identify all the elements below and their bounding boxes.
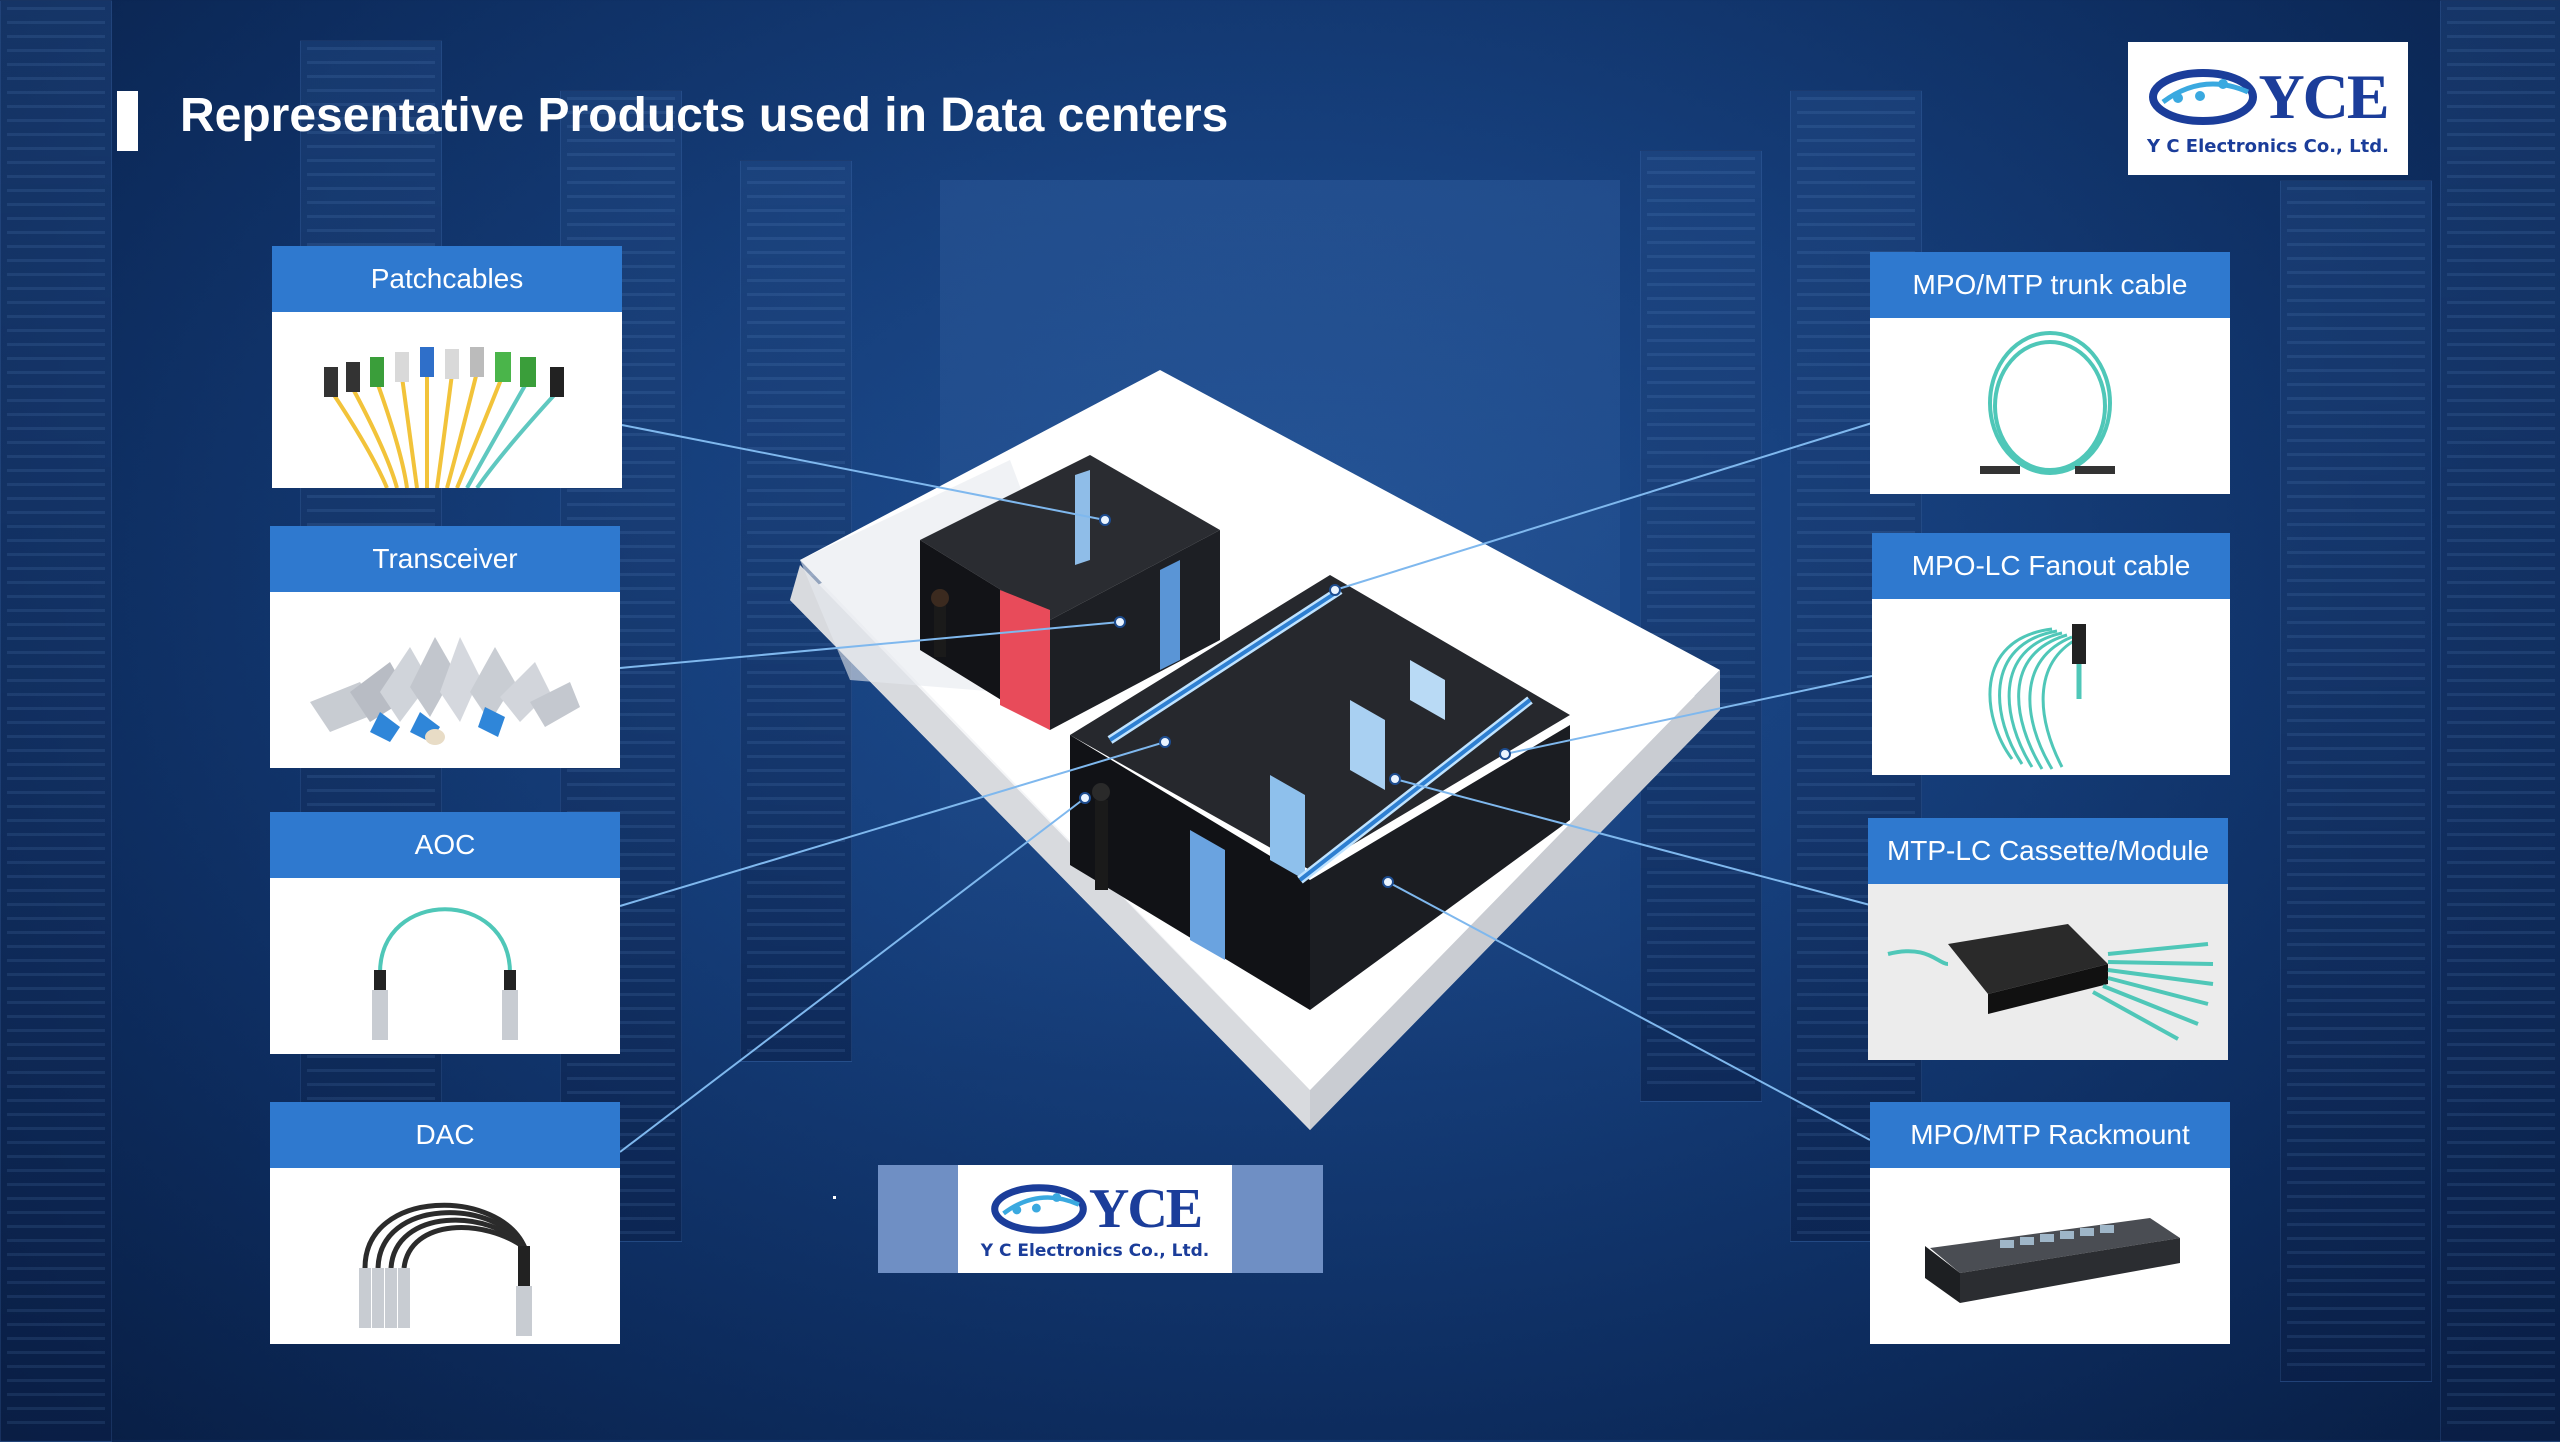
product-card-aoc[interactable]: AOC [270, 812, 620, 1054]
title-accent-bar [117, 91, 138, 151]
product-card-cassette-module[interactable]: MTP-LC Cassette/Module [1868, 818, 2228, 1060]
product-card-title: Transceiver [270, 526, 620, 592]
product-card-trunk-cable[interactable]: MPO/MTP trunk cable [1870, 252, 2230, 494]
company-logo: YCE Y C Electronics Co., Ltd. [2128, 42, 2408, 175]
patch-cables-image [272, 312, 622, 488]
transceiver-image [270, 592, 620, 768]
decorative-dot [833, 1196, 836, 1199]
product-card-patchcables[interactable]: Patchcables [272, 246, 622, 488]
logo-brand-text: YCE [1088, 1178, 1203, 1240]
logo-brand-text: YCE [2258, 61, 2389, 132]
logo-company-name: Y C Electronics Co., Ltd. [980, 1241, 1210, 1261]
fiber-swirl-icon [991, 1184, 1087, 1234]
product-card-title: AOC [270, 812, 620, 878]
product-card-title: DAC [270, 1102, 620, 1168]
dac-cable-image [270, 1168, 620, 1344]
product-card-title: MPO/MTP Rackmount [1870, 1102, 2230, 1168]
company-logo-bottom: YCE Y C Electronics Co., Ltd. [958, 1165, 1232, 1273]
cassette-module-image [1868, 884, 2228, 1060]
product-card-fanout-cable[interactable]: MPO-LC Fanout cable [1872, 533, 2230, 775]
logo-company-name: Y C Electronics Co., Ltd. [2147, 136, 2389, 157]
fanout-cable-image [1872, 599, 2230, 775]
aoc-cable-image [270, 878, 620, 1054]
product-card-title: MTP-LC Cassette/Module [1868, 818, 2228, 884]
product-card-rackmount[interactable]: MPO/MTP Rackmount [1870, 1102, 2230, 1344]
page-title: Representative Products used in Data cen… [180, 89, 1229, 142]
product-card-dac[interactable]: DAC [270, 1102, 620, 1344]
connector-lines [619, 422, 1873, 1153]
product-card-title: Patchcables [272, 246, 622, 312]
product-card-title: MPO/MTP trunk cable [1870, 252, 2230, 318]
rackmount-image [1870, 1168, 2230, 1344]
product-card-title: MPO-LC Fanout cable [1872, 533, 2230, 599]
fiber-swirl-icon [2149, 69, 2258, 125]
product-card-transceiver[interactable]: Transceiver [270, 526, 620, 768]
trunk-cable-image [1870, 318, 2230, 494]
